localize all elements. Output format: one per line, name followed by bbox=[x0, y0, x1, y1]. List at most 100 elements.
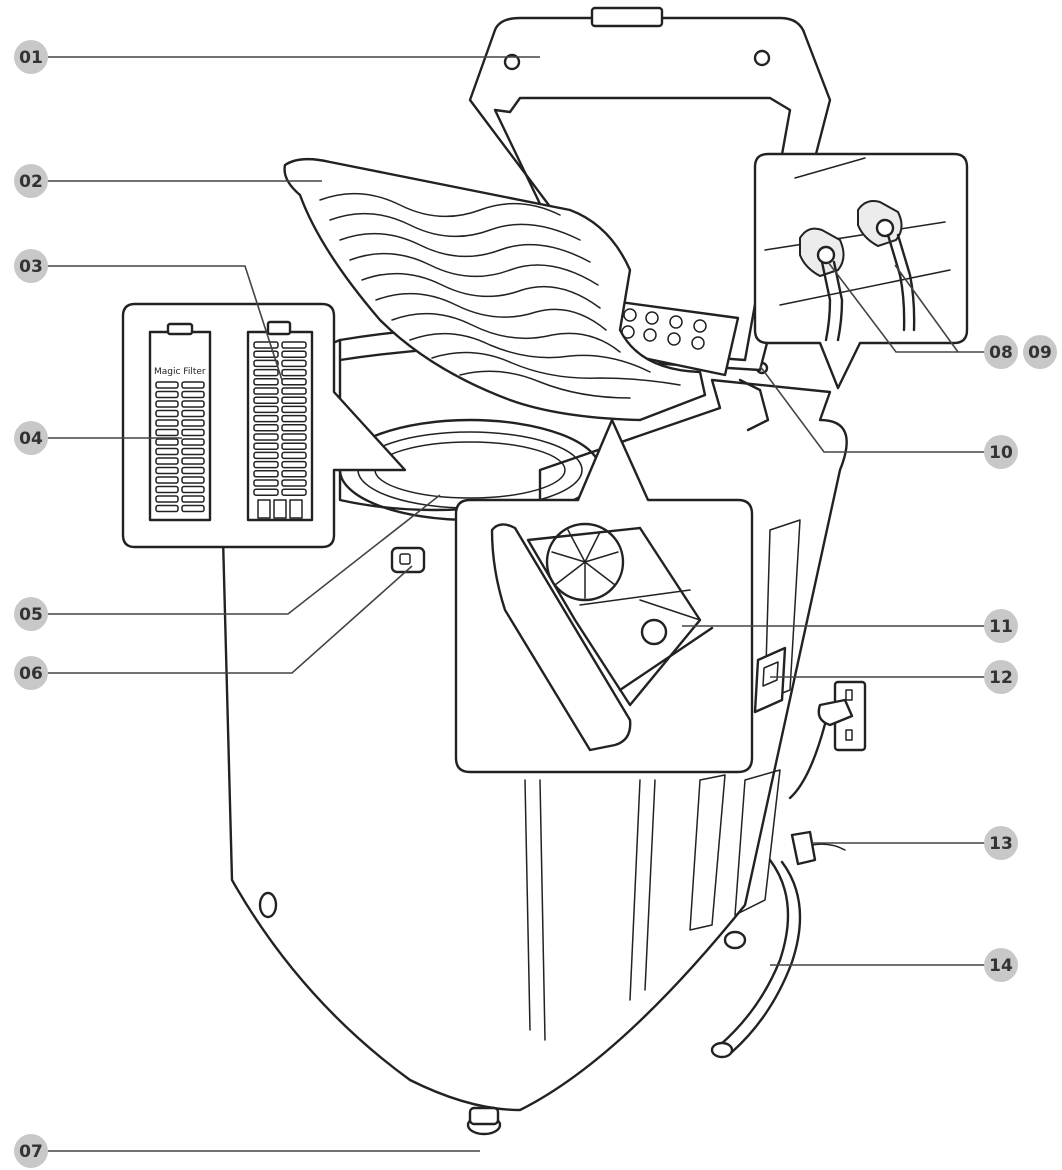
filter-slot bbox=[155, 457, 179, 465]
filter-slot bbox=[253, 488, 279, 496]
callout-06: 06 bbox=[14, 656, 48, 690]
callout-11: 11 bbox=[984, 609, 1018, 643]
callout-02: 02 bbox=[14, 164, 48, 198]
filter-slot bbox=[281, 359, 307, 368]
filter-slot bbox=[155, 495, 179, 503]
svg-text:12: 12 bbox=[989, 668, 1013, 688]
filter-slot bbox=[253, 451, 279, 460]
filter-slot bbox=[253, 424, 279, 432]
filter-slot bbox=[253, 405, 279, 414]
svg-text:04: 04 bbox=[19, 429, 43, 449]
callout-badges: 01 02 03 04 05 06 07 08 09 10 11 12 13 1… bbox=[14, 40, 1057, 1168]
filter-slot bbox=[281, 479, 307, 487]
callout-04: 04 bbox=[14, 421, 48, 455]
power-cord-and-hoses bbox=[710, 680, 867, 1059]
svg-text:03: 03 bbox=[19, 257, 43, 277]
filter-slot bbox=[281, 424, 307, 432]
callout-03: 03 bbox=[14, 249, 48, 283]
filter-slot bbox=[281, 433, 307, 441]
filter-slot bbox=[155, 419, 179, 427]
dispenser-inset bbox=[454, 418, 754, 774]
filter-slot bbox=[253, 387, 279, 395]
callout-08: 08 bbox=[984, 335, 1018, 369]
callout-07: 07 bbox=[14, 1134, 48, 1168]
filter-slot bbox=[181, 428, 205, 437]
filter-slot bbox=[281, 488, 307, 496]
filter-slot bbox=[281, 350, 307, 358]
callout-12: 12 bbox=[984, 660, 1018, 694]
filter-slot bbox=[155, 428, 179, 437]
filter-slot bbox=[281, 396, 307, 404]
filter-slot bbox=[281, 378, 307, 386]
svg-text:09: 09 bbox=[1028, 343, 1052, 363]
filter-slot bbox=[181, 400, 205, 408]
filter-slot bbox=[253, 359, 279, 368]
callout-10: 10 bbox=[984, 435, 1018, 469]
filter-slot bbox=[155, 504, 179, 513]
filter-slot bbox=[181, 504, 205, 513]
filter-slot bbox=[253, 470, 279, 478]
callout-05: 05 bbox=[14, 597, 48, 631]
filter-slot bbox=[281, 387, 307, 395]
filter-slot bbox=[253, 350, 279, 358]
filter-slot bbox=[181, 438, 205, 446]
filter-slot bbox=[281, 470, 307, 478]
filter-slot bbox=[155, 438, 179, 446]
callout-09: 09 bbox=[1023, 335, 1057, 369]
valve-inset bbox=[753, 152, 969, 390]
filter-slot bbox=[155, 466, 179, 475]
filter-slot bbox=[155, 485, 179, 494]
filter-label: Magic Filter bbox=[154, 367, 206, 377]
filter-slot bbox=[181, 447, 205, 456]
filter-slot bbox=[181, 495, 205, 503]
filter-slot bbox=[155, 476, 179, 484]
callout-01: 01 bbox=[14, 40, 48, 74]
filter-slot bbox=[281, 341, 307, 349]
filter-slot bbox=[281, 414, 307, 423]
filter-slot bbox=[181, 409, 205, 418]
filter-slot bbox=[281, 368, 307, 377]
right-filter-slots bbox=[253, 341, 307, 496]
svg-text:01: 01 bbox=[19, 48, 43, 68]
svg-text:07: 07 bbox=[19, 1142, 43, 1162]
filter-slot bbox=[181, 485, 205, 494]
filter-slot bbox=[253, 378, 279, 386]
svg-text:14: 14 bbox=[989, 956, 1013, 976]
svg-text:10: 10 bbox=[989, 443, 1013, 463]
filter-slot bbox=[281, 405, 307, 414]
filter-slot bbox=[253, 433, 279, 441]
filter-slot bbox=[181, 466, 205, 475]
filter-slot bbox=[181, 390, 205, 399]
filter-slot bbox=[253, 341, 279, 349]
svg-text:13: 13 bbox=[989, 834, 1013, 854]
filter-slot bbox=[253, 442, 279, 450]
filter-slot bbox=[155, 409, 179, 418]
filter-slot bbox=[155, 400, 179, 408]
filter-slot bbox=[181, 476, 205, 484]
filter-slot bbox=[155, 390, 179, 399]
filter-slot bbox=[155, 447, 179, 456]
filter-inset: Magic Filter bbox=[121, 302, 407, 549]
svg-text:05: 05 bbox=[19, 605, 43, 625]
filter-slot bbox=[281, 442, 307, 450]
filter-slot bbox=[281, 451, 307, 460]
filter-slot bbox=[253, 460, 279, 469]
svg-text:06: 06 bbox=[19, 664, 43, 684]
filter-slot bbox=[181, 381, 205, 389]
svg-text:11: 11 bbox=[989, 617, 1013, 637]
callout-14: 14 bbox=[984, 948, 1018, 982]
filter-slot bbox=[281, 460, 307, 469]
top-lid bbox=[468, 6, 832, 377]
leader-lines bbox=[48, 56, 985, 1152]
inner-door bbox=[283, 157, 707, 422]
filter-slot bbox=[253, 368, 279, 377]
filter-slot bbox=[253, 479, 279, 487]
filter-slot bbox=[181, 419, 205, 427]
filter-slot bbox=[253, 414, 279, 423]
filter-slot bbox=[253, 396, 279, 404]
svg-text:02: 02 bbox=[19, 172, 43, 192]
left-filter-slots bbox=[155, 381, 205, 513]
filter-slot bbox=[155, 381, 179, 389]
svg-text:08: 08 bbox=[989, 343, 1013, 363]
